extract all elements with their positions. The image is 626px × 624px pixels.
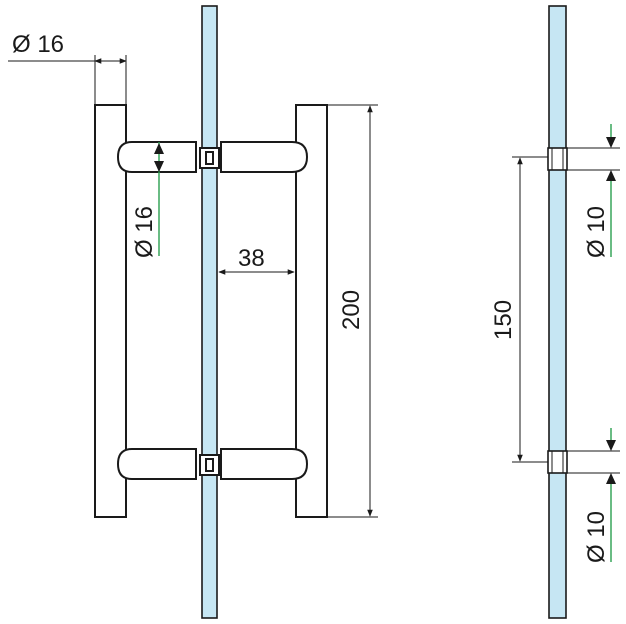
dim-standoff-gap: 38 [218, 245, 295, 275]
top-hole [547, 147, 568, 171]
top-standoff-left [116, 141, 197, 173]
right-handle-bar [295, 104, 328, 518]
label-handle-height: 200 [338, 290, 365, 330]
dim-hole-spacing: 150 [490, 156, 548, 463]
bottom-standoff-left [116, 448, 197, 480]
left-handle-bar [94, 104, 127, 518]
glass-panel-side [548, 5, 567, 619]
bottom-bolt [199, 454, 220, 476]
dim-hole-diameter-bottom: Ø 10 [567, 428, 620, 563]
top-standoff-right [220, 141, 309, 173]
dim-handle-height: 200 [328, 104, 378, 518]
label-bar-diameter: Ø 16 [12, 31, 64, 58]
handle-front-view: Ø 16 Ø 16 38 200 [8, 5, 378, 619]
glass-side-view: 150 Ø 10 Ø 10 [490, 5, 620, 619]
dim-bar-diameter: Ø 16 [8, 31, 127, 104]
label-hole-spacing: 150 [490, 300, 517, 340]
dim-hole-diameter-top: Ø 10 [567, 124, 620, 258]
top-bolt [199, 147, 220, 169]
bottom-standoff-right [220, 448, 309, 480]
dim-standoff-diameter: Ø 16 [131, 142, 164, 258]
label-hole-diameter-top: Ø 10 [583, 206, 610, 258]
bottom-hole [547, 450, 568, 474]
label-standoff-gap: 38 [238, 245, 265, 272]
label-hole-diameter-bottom: Ø 10 [583, 511, 610, 563]
glass-panel-front [201, 5, 218, 619]
label-standoff-diameter: Ø 16 [131, 206, 158, 258]
